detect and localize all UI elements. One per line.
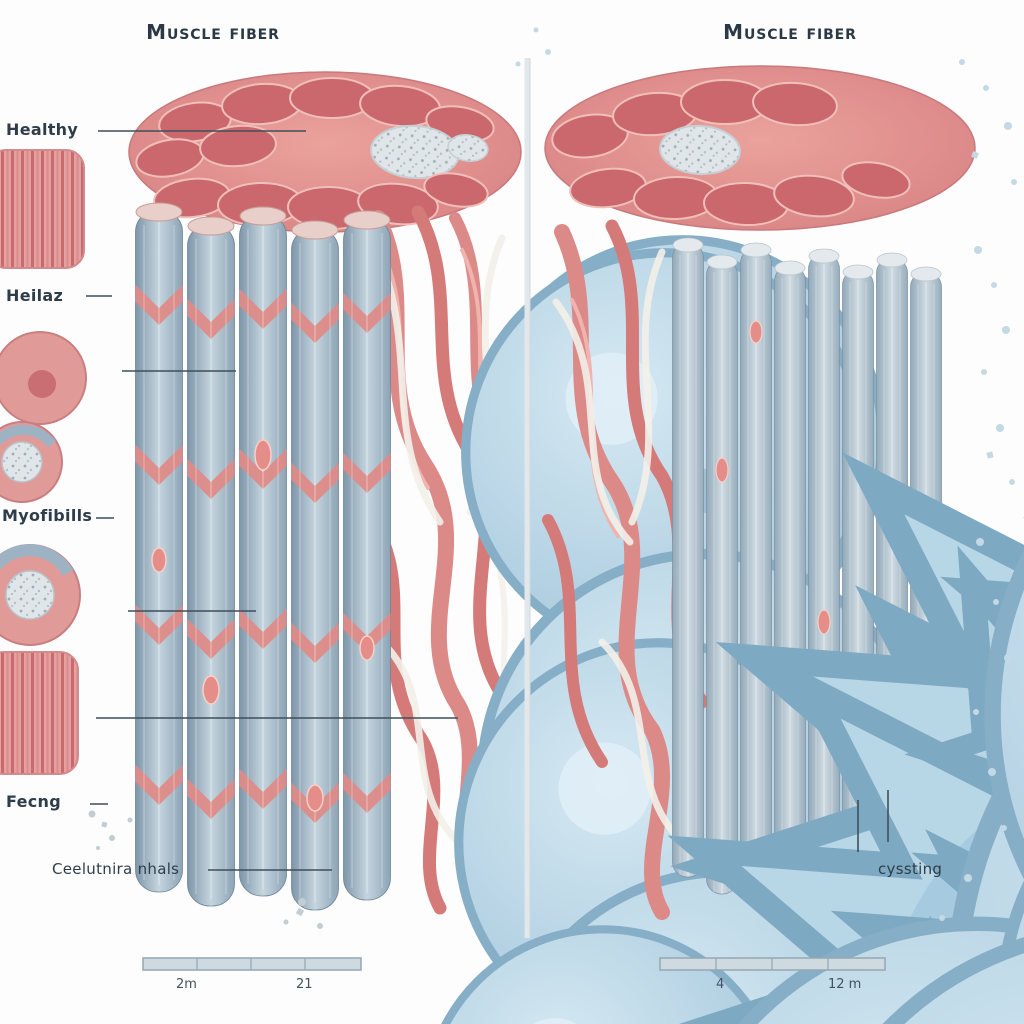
label-cellular-channels: Ceelutnira nhals — [52, 860, 180, 878]
right-illustration — [542, 65, 1024, 1024]
thumbnail-swirl-3 — [0, 544, 81, 646]
scale-bar-right — [659, 957, 886, 971]
thumbnail-swirl-2 — [0, 421, 63, 503]
divider-line — [524, 58, 531, 938]
speckles — [88, 27, 1017, 929]
label-healthy: Healthy — [6, 120, 79, 139]
scale-left-start: 2m — [176, 977, 197, 992]
left-panel-title: Muscle fiber — [146, 20, 280, 44]
thumbnail-swirl-1 — [0, 331, 87, 425]
left-illustration — [128, 71, 946, 1024]
left-fiber-columns — [134, 202, 392, 911]
label-myofibrils: Myofibills — [2, 506, 93, 525]
scale-left-end: 21 — [296, 977, 313, 992]
scale-right-end: 12 m — [828, 977, 862, 992]
label-cyssting: cyssting — [878, 860, 943, 878]
scale-bar-left — [142, 957, 362, 971]
label-heilaz: Heilaz — [6, 286, 64, 305]
label-fecng: Fecng — [6, 792, 61, 811]
scale-right-start: 4 — [716, 977, 725, 992]
thumbnail-striated-bottom — [0, 651, 79, 775]
left-top-face — [128, 71, 882, 639]
thumbnail-striated-top — [0, 149, 85, 269]
right-top-face — [544, 65, 976, 231]
right-panel-title: Muscle fiber — [723, 20, 857, 44]
leader-lines — [86, 130, 889, 871]
